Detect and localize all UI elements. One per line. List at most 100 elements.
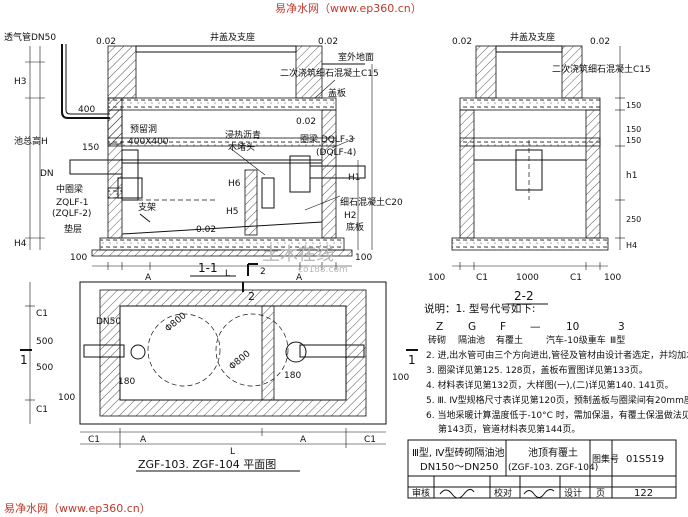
label-wood-plug: 木堵头 — [228, 141, 255, 153]
plan-outline — [79, 281, 387, 425]
dim-0-02-d: 0.02 — [296, 117, 316, 127]
section-2-2: 井盖及支座 0.02 0.02 二次浇筑细石混凝土C15 150 150 150… — [428, 31, 651, 305]
code-g: G — [468, 321, 476, 333]
dim-2-h4: H4 — [626, 241, 637, 250]
dim-0-02-b: 0.02 — [318, 37, 338, 47]
note-2: 2. 进,出水管可由三个方向进出,管径及管材由设计者选定，并均加木封。 — [426, 349, 688, 361]
watermark-center: 土木在线 — [262, 244, 334, 265]
plan-c1-d: C1 — [364, 435, 376, 445]
plan-a-1: A — [140, 435, 147, 445]
label-vent-pipe: 透气管DN50 — [4, 31, 56, 43]
tb-title-l2: DN150～DN250 — [420, 462, 499, 473]
tb-review-label: 审核 — [412, 487, 430, 499]
meaning-brick: 砖砌 — [428, 334, 446, 346]
label-hole-size: 400X400 — [128, 137, 169, 147]
dim-2-150-a: 150 — [626, 101, 641, 110]
label-outdoor-ground: 室外地面 — [338, 51, 374, 63]
tb-title-l1: Ⅲ型, Ⅳ型砖砌隔油池 — [412, 446, 504, 459]
plan-manhole-2 — [215, 313, 289, 387]
label-zqlf2: (ZQLF-2) — [52, 209, 91, 219]
note-6b: 第143页，管道材料表见第144页。 — [438, 423, 580, 435]
label-cover-plate: 盖板 — [328, 87, 346, 99]
meaning-type: Ⅲ型 — [610, 335, 625, 346]
label-fine-concrete: 细石混凝土C20 — [340, 196, 403, 208]
label-zqlf1: ZQLF-1 — [56, 198, 88, 208]
manhole-cover — [135, 45, 297, 53]
plan-100-r: 100 — [392, 373, 409, 383]
label-support: 支架 — [138, 201, 156, 213]
note-6: 6. 当地采暖计算温度低于-10°C 时，需加保温，有覆土保温做法见 — [426, 409, 688, 421]
label-cover-2: 井盖及支座 — [510, 31, 555, 43]
plan-180-a: 180 — [118, 377, 135, 387]
notes: 说明：1. 型号代号如下: Z G F — 10 3 砖砌 隔油池 有覆土 汽车… — [424, 302, 688, 435]
label-dn: DN — [40, 169, 54, 179]
plan-inlet-pipe — [83, 344, 125, 358]
plan-sec-2: 2 — [248, 290, 255, 303]
tb-design-label: 设计 — [564, 487, 582, 499]
watermark-top: 易净水网（www.ep360.cn） — [275, 1, 422, 15]
manhole-cover-2 — [495, 45, 563, 53]
plan-500-b: 500 — [36, 363, 53, 373]
dim-150: 150 — [82, 143, 99, 153]
title-block: Ⅲ型, Ⅳ型砖砌隔油池 DN150～DN250 池顶有覆土 (ZGF-103. … — [407, 439, 677, 499]
plan-l: L — [230, 447, 235, 457]
plan-partition — [261, 305, 275, 401]
label-ring-beam-top: 圈梁 DQLF-3 — [300, 133, 354, 145]
dim-2-100-l: 100 — [428, 273, 445, 283]
dim-2-150-b: 150 — [626, 125, 641, 134]
watermark-bottom: 易净水网（www.ep360.cn） — [4, 501, 151, 515]
dim-h2: H2 — [344, 211, 357, 221]
dim-2-1000: 1000 — [516, 273, 539, 283]
wall-2-left — [459, 109, 475, 239]
dim-2-0-02-a: 0.02 — [452, 37, 472, 47]
tb-page-no: 122 — [634, 488, 653, 499]
label-cushion: 垫层 — [64, 223, 82, 235]
dim-h3: H3 — [14, 77, 27, 87]
watermark-center-sub: co188.com — [298, 265, 348, 275]
plan-500-a: 500 — [36, 337, 53, 347]
bottom-slope — [121, 221, 323, 235]
outlet-pipe — [289, 155, 311, 193]
code-10: 10 — [566, 321, 579, 333]
label-bottom-plate: 底板 — [346, 221, 364, 233]
label-asphalt: 浸热沥青 — [225, 129, 261, 141]
plan-c1-c: C1 — [88, 435, 100, 445]
wall-left-top — [107, 45, 137, 99]
plan-180-b: 180 — [284, 371, 301, 381]
plan-outlet-pipe — [299, 344, 365, 358]
dim-h6: H6 — [228, 179, 241, 189]
plan-dn50: DN50 — [96, 317, 121, 327]
plan-100-l: 100 — [58, 393, 75, 403]
dim-2-100-r: 100 — [604, 273, 621, 283]
meaning-soil: 有覆土 — [496, 334, 523, 346]
plan-title: ZGF-103. ZGF-104 平面图 — [138, 458, 276, 471]
section-1-1-title: 1-1 — [198, 261, 218, 275]
plan-a-2: A — [300, 435, 307, 445]
tb-page-label: 页 — [596, 488, 605, 499]
cover-slab — [107, 97, 337, 111]
plan-manhole-1 — [147, 313, 221, 387]
dim-0-02-a: 0.02 — [96, 37, 116, 47]
dim-2-0-02-b: 0.02 — [590, 37, 610, 47]
section-1-1: 透气管DN50 井盖及支座 0.02 0.02 室外地面 二次浇筑细石混凝土C1… — [4, 31, 403, 283]
tb-atlas-label: 图集号 — [592, 453, 619, 465]
tb-check-label: 校对 — [494, 487, 512, 499]
label-ring-beam-top-alt: (DQLF-4) — [316, 148, 356, 158]
note-3: 3. 圈梁详见第125. 128页，盖板布置图详见第133页。 — [426, 364, 648, 376]
dim-a-1: A — [145, 273, 152, 283]
dim-a-2: A — [296, 273, 303, 283]
dim-0-02-c: 0.02 — [196, 225, 216, 235]
section-2-2-title: 2-2 — [514, 289, 534, 303]
dim-h5: H5 — [226, 207, 239, 217]
code-3: 3 — [618, 321, 625, 333]
note-4: 4. 材料表详见第132页，大样图(一),(二)详见第140. 141页。 — [426, 379, 674, 391]
label-cover: 井盖及支座 — [210, 31, 255, 43]
label-reserved-hole: 预留洞 — [130, 123, 157, 135]
tb-subtitle-l2: (ZGF-103. ZGF-104) — [508, 463, 598, 473]
tb-subtitle-l1: 池顶有覆土 — [528, 446, 578, 459]
code-dash: — — [530, 321, 541, 333]
label-secondary-concrete-2: 二次浇筑细石混凝土C15 — [552, 63, 651, 75]
dim-400: 400 — [78, 105, 95, 115]
tb-atlas-no: 01S519 — [626, 454, 664, 465]
